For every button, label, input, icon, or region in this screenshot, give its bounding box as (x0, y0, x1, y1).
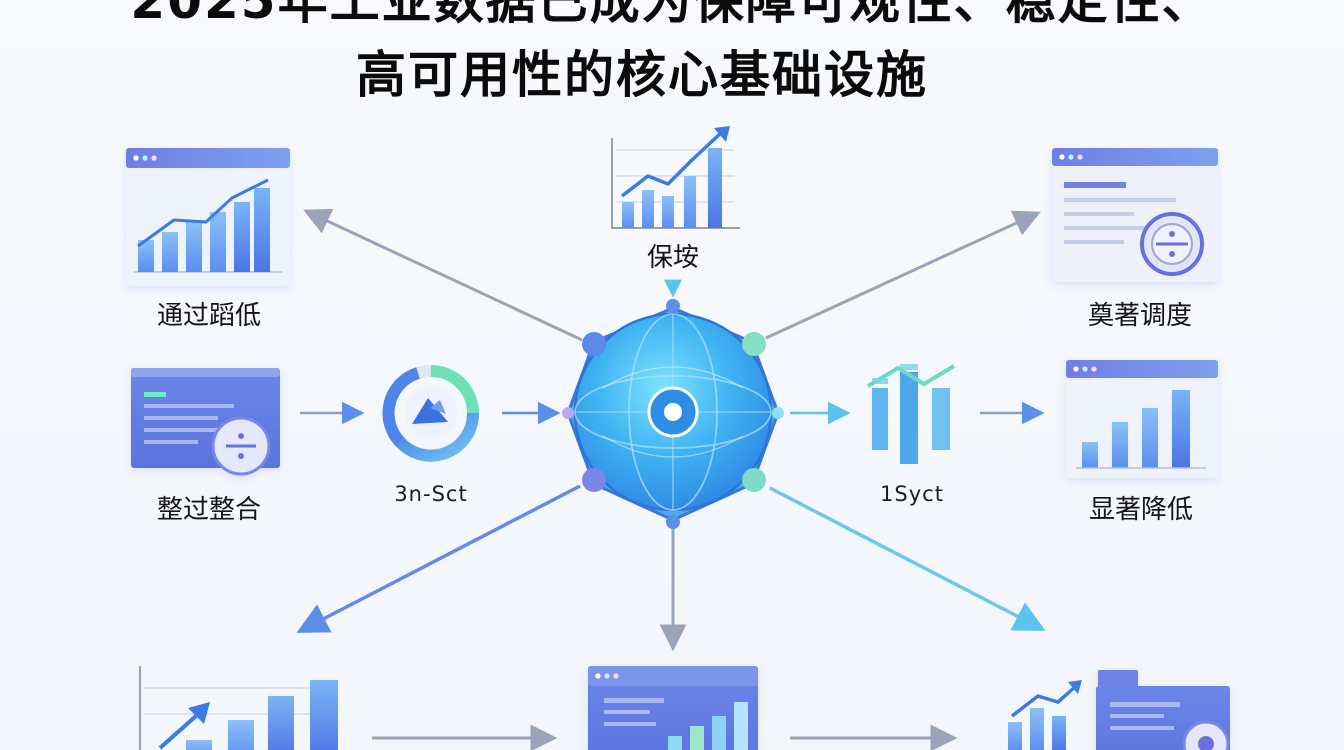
page-title: 2025年工业数据已成为保障可观性、稳定性、 高可用性的核心基础设施 (0, 0, 1344, 112)
arrow-to-bottom-left (296, 484, 581, 633)
node-label-right-top: 奠著调度 (1087, 301, 1193, 331)
bottom-left-chart-icon (139, 666, 338, 750)
browser-bar-chart-icon (126, 148, 290, 286)
title-line-2: 高可用性的核心基础设施 (356, 46, 928, 104)
vertical-bars-icon (866, 364, 956, 464)
node-label-left-mid: 整过整合 (156, 495, 262, 525)
connectors (296, 208, 1046, 750)
growth-chart-icon (611, 126, 740, 229)
node-label-center-right: 1Syct (880, 482, 944, 506)
node-label-right-mid: 显著降低 (1088, 495, 1194, 525)
arrow-to-bottom-right (769, 486, 1046, 631)
arrow-to-right-top (765, 210, 1041, 340)
bottom-center-browser-icon (588, 666, 758, 750)
core-hub-icon (562, 299, 784, 529)
browser-chart-right-icon (1066, 360, 1218, 478)
donut-ring-icon (382, 365, 480, 462)
document-gauge-icon (1052, 148, 1218, 282)
node-label-center-left: 3n-Sct (394, 482, 468, 506)
arrow-to-left-top (303, 208, 583, 342)
bottom-right-panel-icon (1096, 670, 1230, 750)
title-line-1: 2025年工业数据已成为保障可观性、稳定性、 (130, 0, 1214, 30)
node-label-top: 保垵 (646, 243, 700, 273)
panel-gauge-icon (131, 368, 280, 476)
bottom-right-chart-icon (1008, 680, 1082, 750)
node-label-left-top: 通过蹈低 (156, 301, 262, 331)
